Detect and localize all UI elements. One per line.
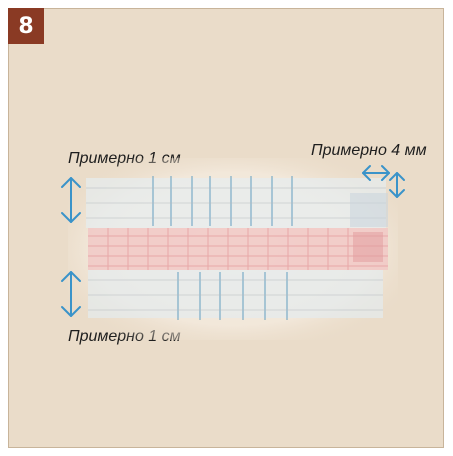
photo-bottom-band <box>88 270 383 318</box>
photo-pink-grid <box>88 228 388 270</box>
photo-right-piece <box>350 193 388 227</box>
photo-grey-grid <box>86 187 386 311</box>
photo-right-pink-piece <box>353 232 383 262</box>
label-top-right: Примерно 4 мм <box>311 142 427 159</box>
step-number-badge: 8 <box>8 8 44 44</box>
vertical-double-arrow-icon <box>61 271 81 317</box>
photo-fabric <box>68 158 398 340</box>
vertical-double-arrow-icon <box>389 172 405 198</box>
horizontal-double-arrow-icon <box>362 165 390 181</box>
photo-pink-band <box>88 228 388 270</box>
vertical-double-arrow-icon <box>61 177 81 223</box>
